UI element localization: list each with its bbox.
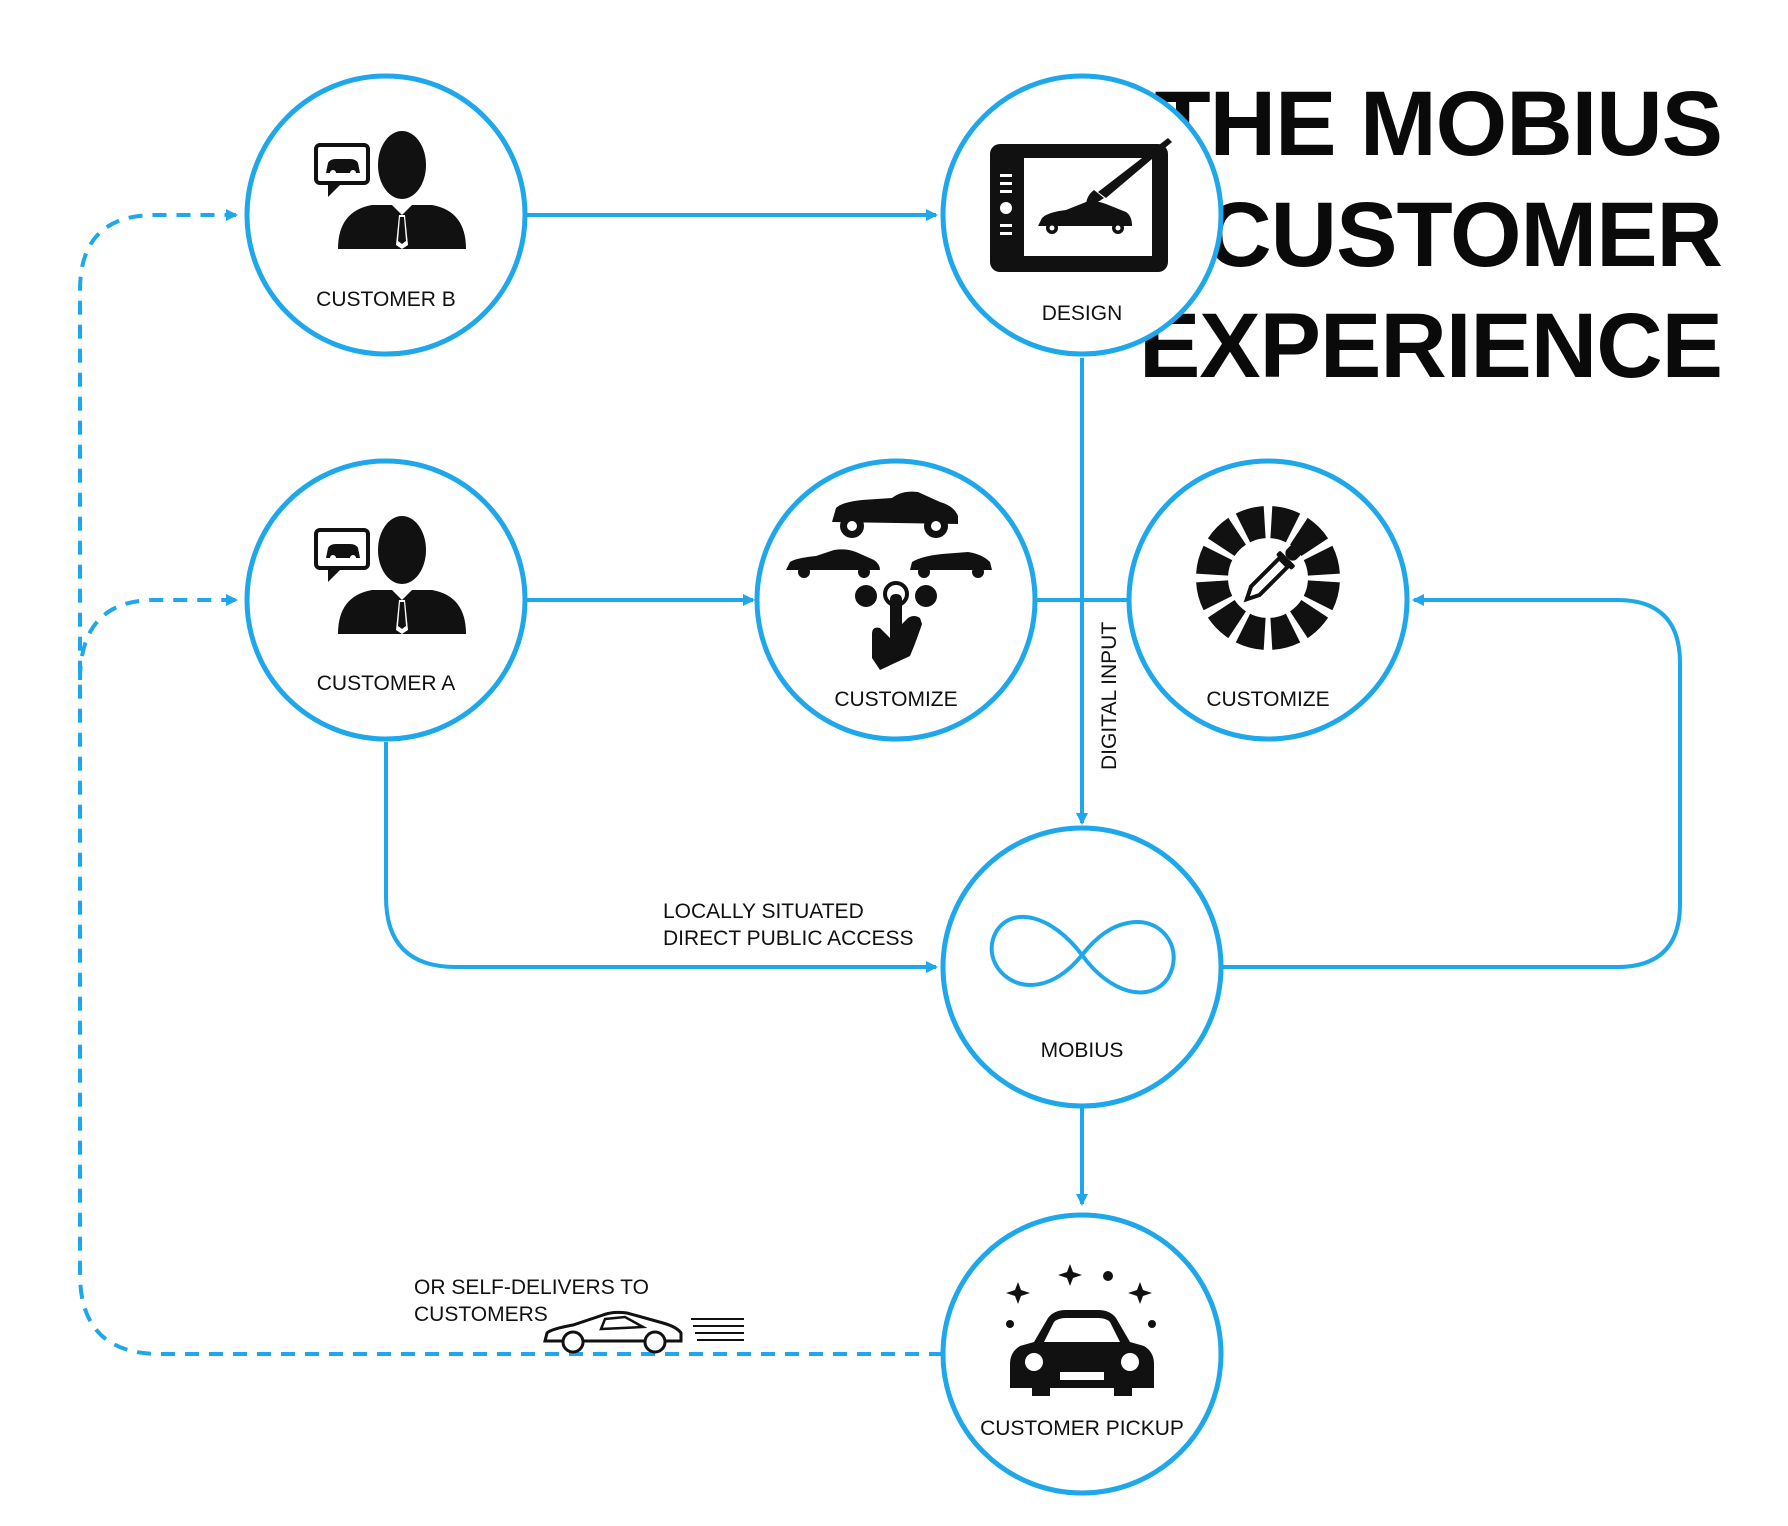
color-wheel-segment [1303, 545, 1340, 576]
title-line-3: EXPERIENCE [1139, 295, 1722, 397]
edge-label-self-delivers: OR SELF-DELIVERS TO [414, 1276, 649, 1299]
eyedropper-icon [1243, 544, 1302, 603]
edge-mobius-to-customize-color [1223, 594, 1682, 969]
node-label: CUSTOMER PICKUP [980, 1417, 1184, 1440]
node-customer-b: CUSTOMER B [244, 73, 528, 357]
color-wheel-segment [1290, 517, 1329, 556]
color-wheel-segment [1290, 600, 1329, 639]
node-design: DESIGN [940, 73, 1224, 357]
edge-label-digital-input: DIGITAL INPUT [1098, 622, 1121, 770]
connectors [384, 209, 1682, 1206]
node-label: CUSTOMIZE [834, 688, 957, 711]
sparkling-car-icon [1006, 1264, 1156, 1396]
edge-label-customers: CUSTOMERS [414, 1303, 548, 1326]
node-label: CUSTOMER B [316, 288, 456, 311]
node-label: MOBIUS [1041, 1039, 1124, 1062]
infinity-icon [989, 915, 1176, 995]
speeding-car-icon [543, 1310, 744, 1354]
node-customer-a: CUSTOMER A [244, 458, 528, 742]
dashed-edge-to-customer-a [78, 594, 238, 681]
color-wheel-segment [1207, 600, 1246, 639]
customer-with-car-speech-icon [314, 516, 466, 634]
color-wheel-segment [1235, 506, 1266, 543]
node-customize-select: CUSTOMIZE [754, 458, 1038, 742]
color-wheel-dropper-icon [1196, 506, 1340, 650]
node-label: DESIGN [1042, 302, 1123, 325]
edge-label-direct-public-access: DIRECT PUBLIC ACCESS [663, 927, 914, 950]
color-wheel-segment [1196, 545, 1233, 576]
node-ring [940, 825, 1224, 1109]
color-wheel-segment [1196, 580, 1233, 611]
dashed-return-loop [78, 209, 943, 1356]
color-wheel-segment [1303, 580, 1340, 611]
cars-touch-select-icon [786, 491, 992, 670]
title-line-1: THE MOBIUS [1154, 73, 1722, 175]
node-customize-color: CUSTOMIZE [1126, 458, 1410, 742]
color-wheel-segment [1270, 613, 1301, 650]
edge-customer-a-to-mobius [384, 742, 938, 973]
dashed-edge-pickup-to-customer-b [78, 209, 943, 1356]
edge-label-locally-situated: LOCALLY SITUATED [663, 900, 864, 923]
customer-with-car-speech-icon [314, 131, 466, 249]
diagram-title: THE MOBIUS CUSTOMER EXPERIENCE [1139, 73, 1723, 397]
title-line-2: CUSTOMER [1205, 184, 1722, 286]
node-mobius: MOBIUS [940, 825, 1224, 1109]
node-label: CUSTOMIZE [1206, 688, 1329, 711]
color-wheel-segment [1207, 517, 1246, 556]
node-ring [1126, 458, 1410, 742]
node-label: CUSTOMER A [317, 672, 455, 695]
node-customer-pickup: CUSTOMER PICKUP [940, 1212, 1224, 1496]
color-wheel-segment [1270, 506, 1301, 543]
color-wheel-segment [1235, 613, 1266, 650]
drawing-tablet-icon [990, 138, 1172, 272]
